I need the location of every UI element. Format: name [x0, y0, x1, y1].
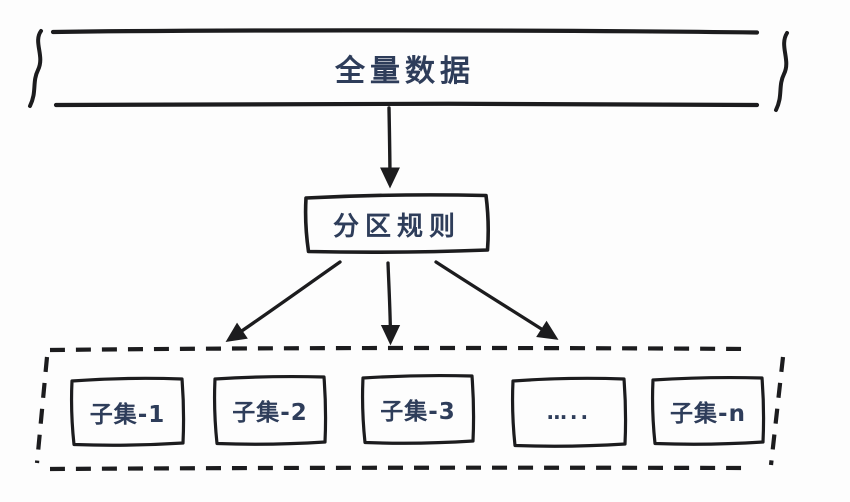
subset-boxes: [69, 373, 766, 448]
subset-box-1: [69, 376, 186, 447]
arrow-middle-icon: [380, 261, 401, 346]
arrow-down-icon: [380, 106, 400, 189]
full-data-label: 全量数据: [335, 54, 475, 89]
right-squiggle-icon: [774, 31, 789, 112]
subset-label-1: 子集-1: [89, 401, 166, 428]
subset-box-3: [360, 373, 476, 445]
subset-label-2: 子集-2: [232, 400, 308, 426]
subset-box-dots: [510, 376, 628, 448]
subset-label-dots: …..: [546, 400, 592, 424]
rule-node-box: [303, 193, 491, 255]
subset-box-n: [650, 375, 766, 446]
subset-label-3: 子集-3: [380, 399, 456, 425]
subset-container-border: [34, 345, 786, 472]
subset-label-n: 子集-n: [670, 400, 746, 427]
subset-box-2: [212, 374, 328, 446]
arrow-left-icon: [225, 260, 342, 343]
arrow-right-icon: [434, 260, 559, 340]
partition-rule-label: 分区规则: [332, 211, 461, 242]
fanout-arrows: [225, 260, 559, 346]
full-data-band-shape: [28, 28, 789, 112]
left-squiggle-icon: [28, 29, 43, 108]
